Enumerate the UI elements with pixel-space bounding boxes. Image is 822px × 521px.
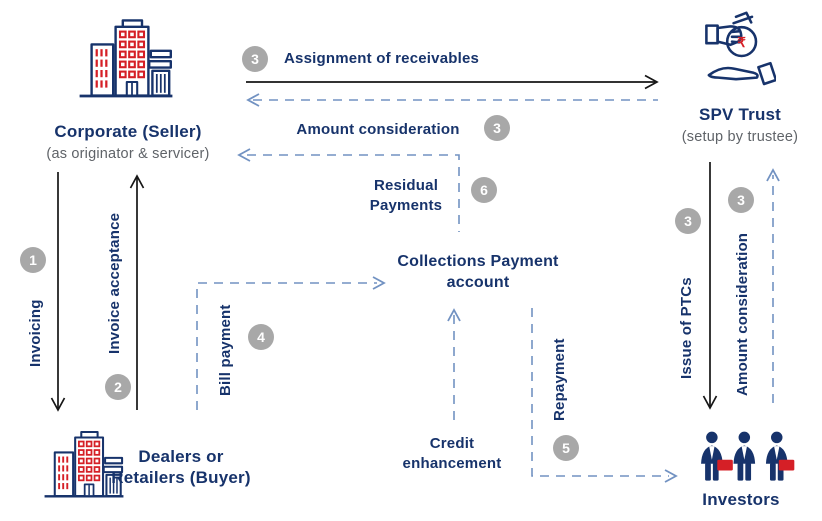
dealers-node-title: Dealers or Retailers (Buyer): [111, 447, 251, 487]
corporate-building-icon: [78, 13, 174, 103]
step-circle-invoice-acceptance: 2: [105, 374, 131, 400]
corporate-node-title: Corporate (Seller): [54, 122, 202, 141]
spv-trust-hand-money-bag-icon: [704, 6, 776, 94]
amount-consideration-top-arrowhead: [246, 93, 260, 107]
bill-payment-label: Bill payment: [217, 304, 234, 396]
invoice-acceptance-arrowhead: [129, 174, 145, 189]
step-circle-repayment: 5: [553, 435, 579, 461]
invoicing-arrowhead: [50, 397, 66, 412]
repayment-arrowhead: [664, 469, 678, 483]
corporate-node-subtitle: (as originator & servicer): [46, 146, 210, 162]
issue-of-ptcs-label: Issue of PTCs: [678, 277, 695, 379]
step-circle-amount-consideration-top: 3: [484, 115, 510, 141]
bill-payment-arrowhead: [372, 276, 386, 290]
amount-consideration-right-label: Amount consideration: [734, 232, 751, 396]
invoice-acceptance-label: Invoice acceptance: [106, 212, 123, 354]
amount-consideration-top-label: Amount consideration: [296, 121, 460, 138]
step-circle-assignment: 3: [242, 46, 268, 72]
investors-people-icon: [697, 427, 795, 487]
issue-of-ptcs-arrowhead: [702, 395, 718, 410]
investors-node-title: Investors: [702, 490, 780, 509]
credit-enhancement-label: Credit enhancement: [402, 435, 502, 472]
step-circle-residual-payments: 6: [471, 177, 497, 203]
step-circle-bill-payment: 4: [248, 324, 274, 350]
spv-trust-node-title: SPV Trust: [698, 105, 782, 124]
amount-consideration-right-arrowhead: [766, 168, 780, 182]
spv-trust-node-subtitle: (setup by trustee): [681, 129, 799, 145]
assignment-arrowhead: [644, 74, 659, 90]
step-circle-invoicing: 1: [20, 247, 46, 273]
step-circle-amount-consideration-right: 3: [728, 187, 754, 213]
collections-payment-account-title: Collections Payment account: [397, 253, 559, 291]
credit-enhancement-arrowhead: [447, 308, 461, 322]
assignment-of-receivables-label: Assignment of receivables: [284, 50, 480, 67]
invoicing-label: Invoicing: [27, 299, 44, 367]
repayment-label: Repayment: [551, 338, 568, 422]
step-circle-issue-of-ptcs: 3: [675, 208, 701, 234]
residual-payments-label: Residual Payments: [369, 177, 443, 214]
